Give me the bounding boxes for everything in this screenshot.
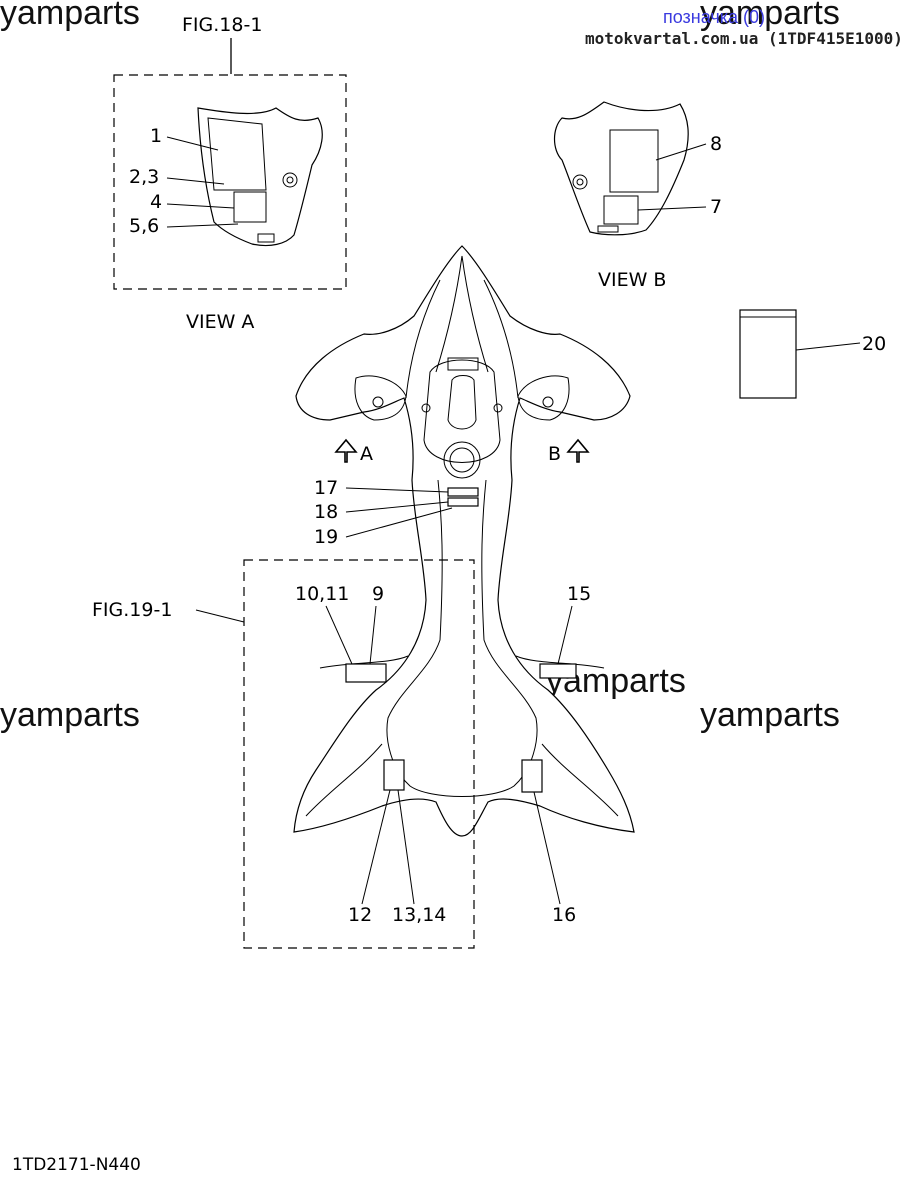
bookmark-link[interactable]: позначка (0) xyxy=(663,7,765,27)
front-right-fender-pod xyxy=(517,375,570,421)
hood-crease-left xyxy=(435,255,463,373)
leader-19 xyxy=(345,507,453,538)
right-fender-hole xyxy=(542,396,554,408)
leader-2-3 xyxy=(166,177,225,185)
rear-right-fender-crease xyxy=(541,743,619,817)
view-a-arrow-label: A xyxy=(360,443,373,465)
front-left-fender-pod xyxy=(354,375,407,421)
fig18-label: FIG.18-1 xyxy=(182,14,262,36)
leader-4 xyxy=(166,203,235,209)
leader-10-11 xyxy=(325,605,353,665)
callout-7: 7 xyxy=(710,196,722,218)
front-vent xyxy=(447,357,479,371)
callout-19: 19 xyxy=(314,526,338,548)
view-a-bolt-hole-inner xyxy=(286,176,294,184)
callout-2-3: 2,3 xyxy=(129,166,159,188)
callout-13-14: 13,14 xyxy=(392,904,446,926)
callout-8: 8 xyxy=(710,133,722,155)
leader-12 xyxy=(361,789,391,905)
view-b-fender xyxy=(553,101,689,236)
callout-1: 1 xyxy=(150,125,162,147)
leader-20 xyxy=(795,342,861,351)
rear-right-fender-edge xyxy=(515,655,605,669)
rear-left-fender-edge xyxy=(319,655,409,669)
decal-15 xyxy=(539,663,577,679)
view-b-arrow-label: B xyxy=(548,443,561,465)
watermark-top-left: yamparts xyxy=(0,0,140,32)
panel-screw-left xyxy=(421,403,431,413)
drawing-code: 1TD2171-N440 xyxy=(12,1155,141,1175)
view-b-bolt-hole xyxy=(572,174,588,190)
rear-left-fender-crease xyxy=(305,743,383,817)
atv-body-outline xyxy=(293,245,635,837)
left-fender-hole xyxy=(372,396,384,408)
fuel-cap-inner xyxy=(449,447,475,473)
callout-16: 16 xyxy=(552,904,576,926)
decal-18 xyxy=(447,497,479,507)
view-a-bolt-hole xyxy=(282,172,298,188)
watermark-top-right: yamparts xyxy=(700,0,840,32)
view-b-decal-tiny xyxy=(597,225,619,233)
panel-screw-right xyxy=(493,403,503,413)
seat-outline xyxy=(386,479,538,797)
leader-18 xyxy=(345,501,449,513)
center-tank-panel xyxy=(423,359,501,463)
leader-13-14 xyxy=(397,789,415,905)
view-a-decal-small xyxy=(233,191,267,223)
view-a-decal-main xyxy=(207,117,267,191)
callout-9: 9 xyxy=(372,583,384,605)
leader-15 xyxy=(557,605,573,665)
view-a-fender xyxy=(197,107,323,247)
watermark-mid-left: yamparts xyxy=(0,696,140,734)
view-a-frame xyxy=(113,74,347,290)
leader-8 xyxy=(655,143,707,161)
fuel-cap xyxy=(443,441,481,479)
view-a-decal-tiny xyxy=(257,233,275,243)
view-b-bolt-hole-inner xyxy=(576,178,584,186)
decal-12 xyxy=(383,759,405,791)
fig19-label: FIG.19-1 xyxy=(92,599,172,621)
callout-17: 17 xyxy=(314,477,338,499)
view-a-arrow xyxy=(334,438,358,463)
callout-10-11: 10,11 xyxy=(295,583,349,605)
view-b-decal-large xyxy=(609,129,659,193)
leader-5-6 xyxy=(166,223,239,228)
view-a-label: VIEW A xyxy=(186,311,254,333)
callout-15: 15 xyxy=(567,583,591,605)
site-reference: motokvartal.com.ua (1TDF415E1000) xyxy=(585,29,903,48)
leader-7 xyxy=(637,206,707,211)
hood-crease-right xyxy=(461,255,489,373)
view-b-arrow xyxy=(566,438,590,463)
watermark-mid-right: yamparts xyxy=(700,696,840,734)
leader-16 xyxy=(533,791,561,905)
hood-line-left xyxy=(405,279,441,399)
decal-16 xyxy=(521,759,543,793)
decal-10-11 xyxy=(345,663,387,683)
part-20-card xyxy=(739,309,797,399)
callout-4: 4 xyxy=(150,191,162,213)
view-b-label: VIEW B xyxy=(598,269,666,291)
callout-18: 18 xyxy=(314,501,338,523)
callout-12: 12 xyxy=(348,904,372,926)
fig19-leader xyxy=(195,609,245,623)
callout-20: 20 xyxy=(862,333,886,355)
leader-9 xyxy=(369,605,377,665)
handlebar-recess xyxy=(447,375,477,430)
hood-line-right xyxy=(483,279,519,399)
decal-17 xyxy=(447,487,479,497)
fig19-frame xyxy=(243,559,475,949)
leader-17 xyxy=(345,487,449,493)
leader-1 xyxy=(166,136,219,151)
callout-5-6: 5,6 xyxy=(129,215,159,237)
